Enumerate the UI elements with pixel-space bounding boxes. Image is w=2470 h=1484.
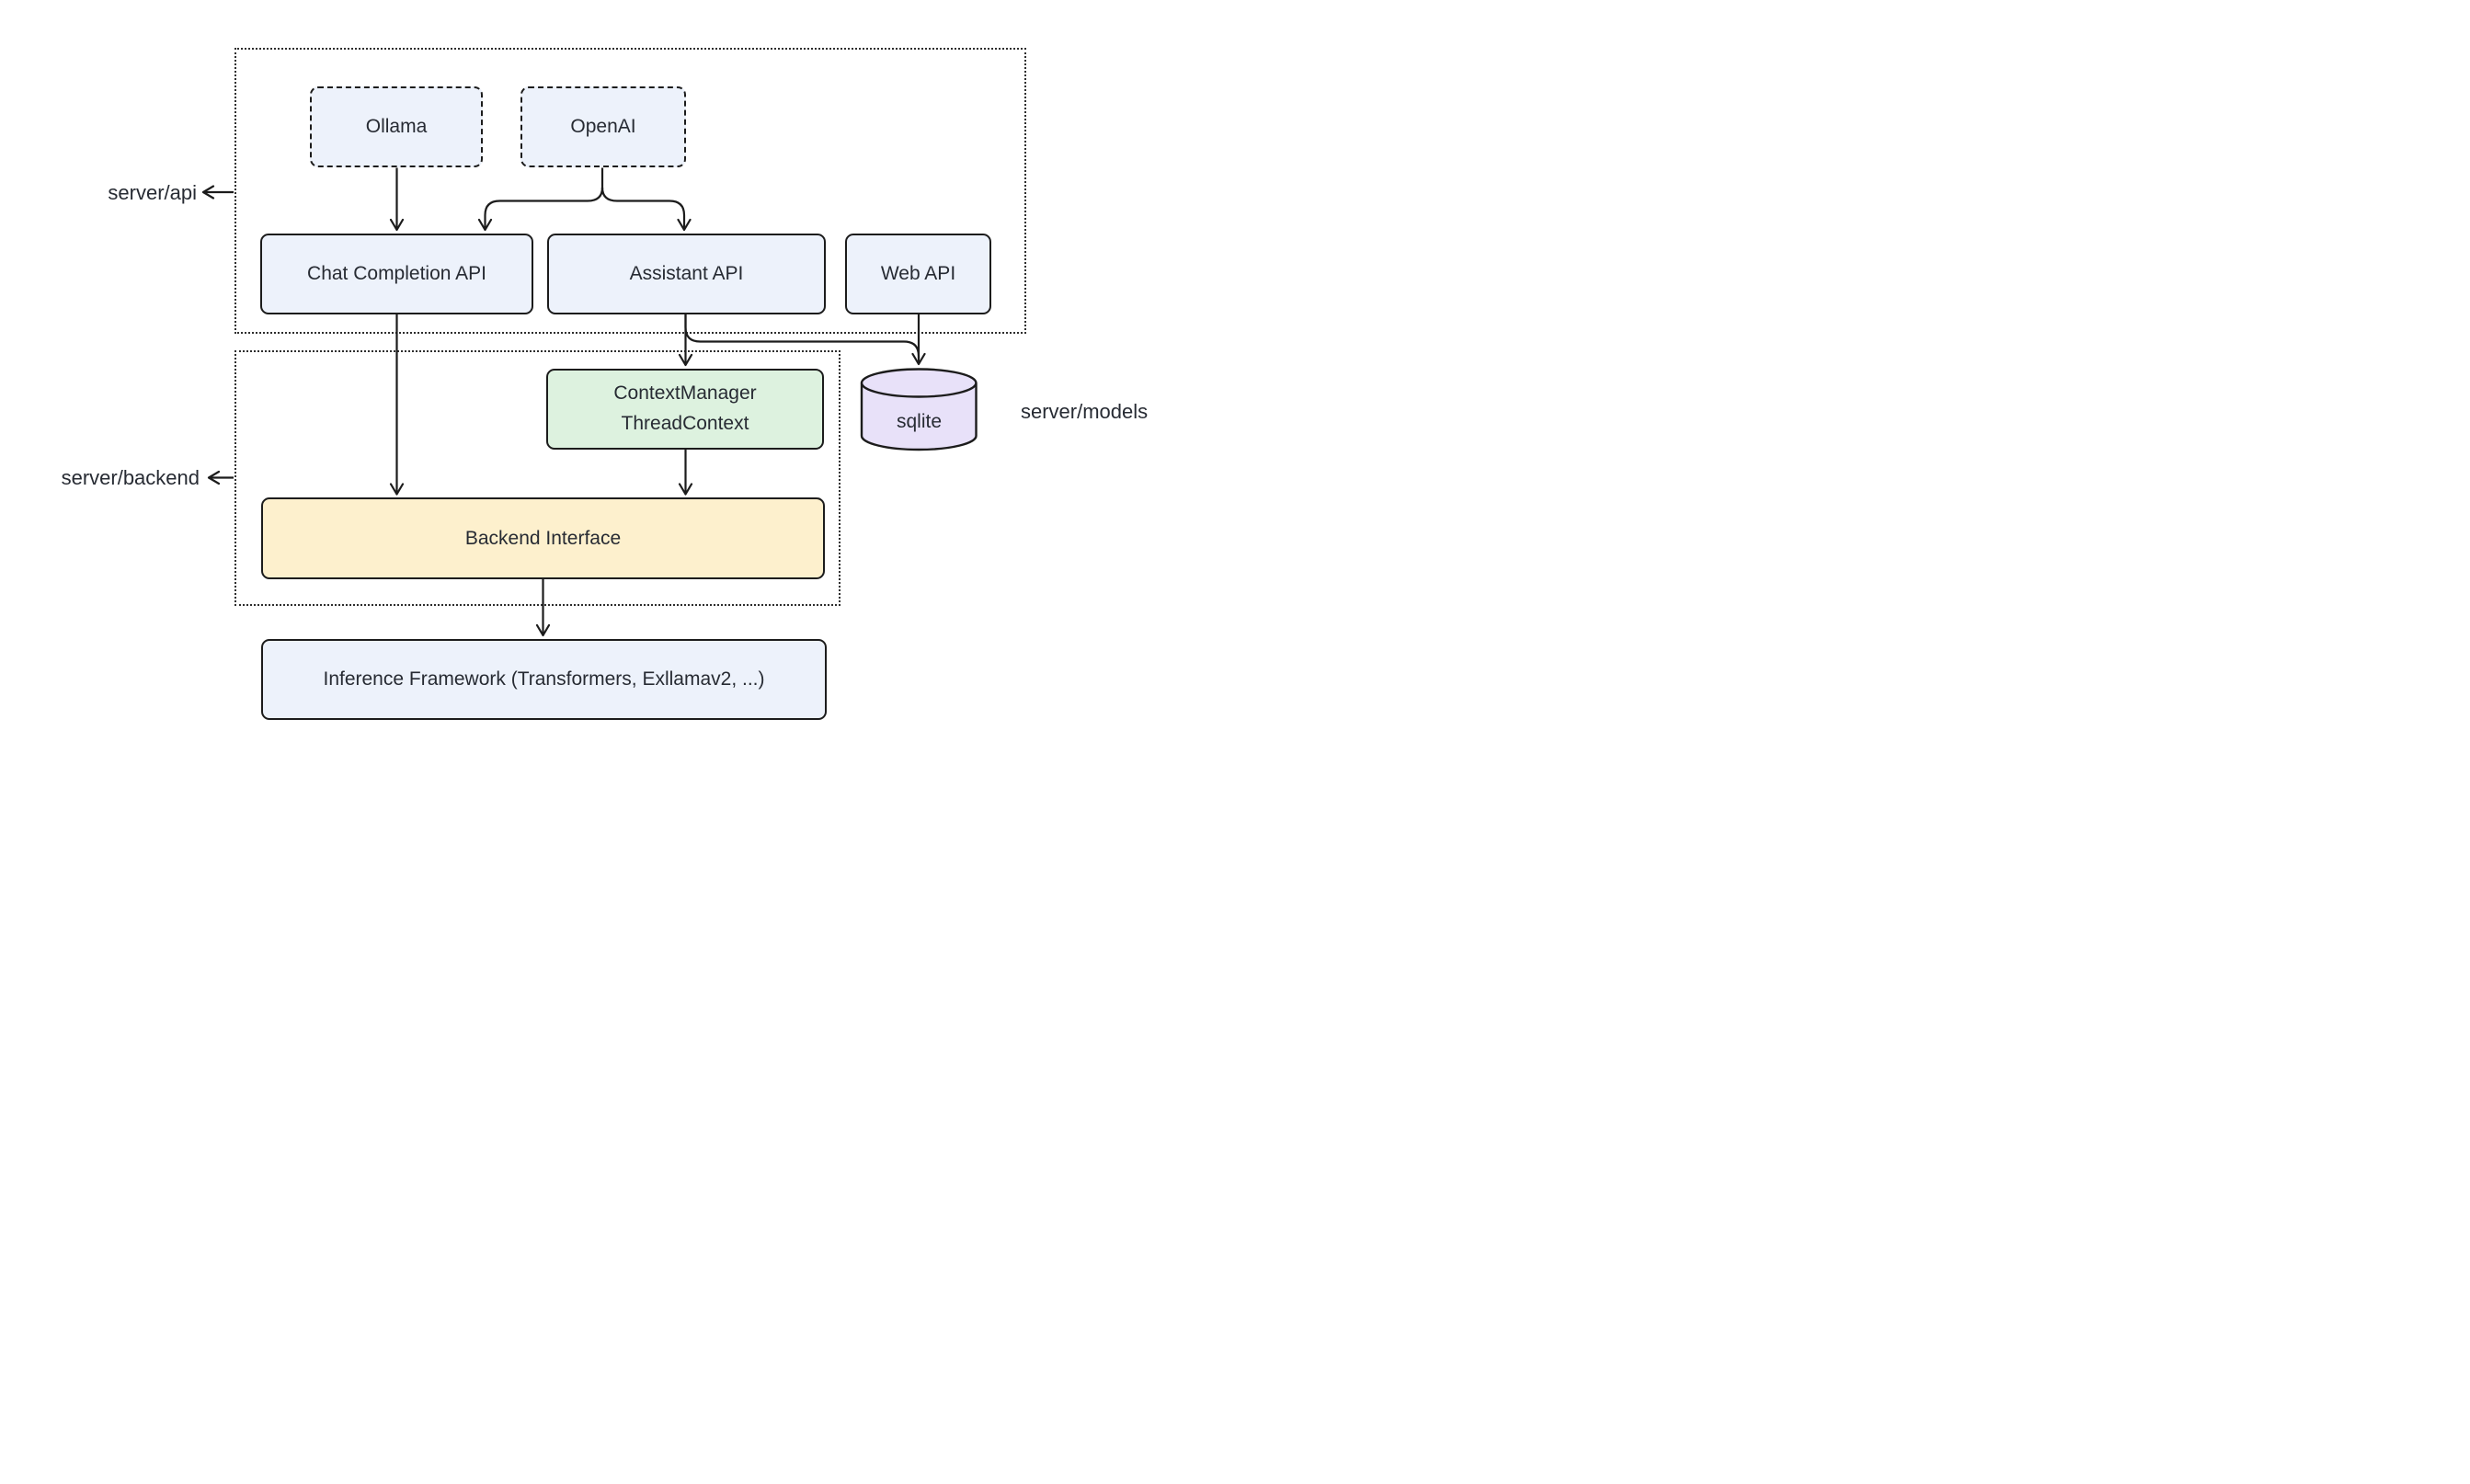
label-server-backend: server/backend: [61, 466, 200, 489]
node-chat-completion-api: Chat Completion API: [260, 234, 533, 314]
node-ollama-label: Ollama: [365, 116, 428, 138]
node-backend-interface: Backend Interface: [261, 497, 825, 579]
node-assistant-api: Assistant API: [547, 234, 826, 314]
sqlite-cylinder-top: [860, 368, 978, 398]
node-sqlite-label: sqlite: [896, 411, 943, 432]
diagram-canvas: Ollama OpenAI Chat Completion API Assist…: [0, 0, 1235, 742]
container-server-api: [234, 48, 1026, 334]
container-server-backend: [234, 350, 840, 606]
node-assistant-api-label: Assistant API: [629, 263, 744, 285]
node-ollama: Ollama: [310, 86, 483, 167]
node-openai-label: OpenAI: [570, 116, 636, 138]
node-web-api: Web API: [845, 234, 991, 314]
node-chat-completion-api-label: Chat Completion API: [307, 263, 486, 285]
node-inference-framework-label: Inference Framework (Transformers, Exlla…: [323, 668, 765, 691]
node-inference-framework: Inference Framework (Transformers, Exlla…: [261, 639, 827, 720]
node-context-manager-line1: ContextManager: [613, 382, 757, 405]
node-openai: OpenAI: [520, 86, 686, 167]
node-web-api-label: Web API: [880, 263, 956, 285]
node-backend-interface-label: Backend Interface: [464, 527, 622, 549]
label-server-api: server/api: [108, 181, 197, 204]
node-context-manager-line2: ThreadContext: [621, 413, 749, 434]
node-context-manager: ContextManager ThreadContext: [546, 369, 824, 450]
label-server-models: server/models: [1021, 400, 1149, 423]
